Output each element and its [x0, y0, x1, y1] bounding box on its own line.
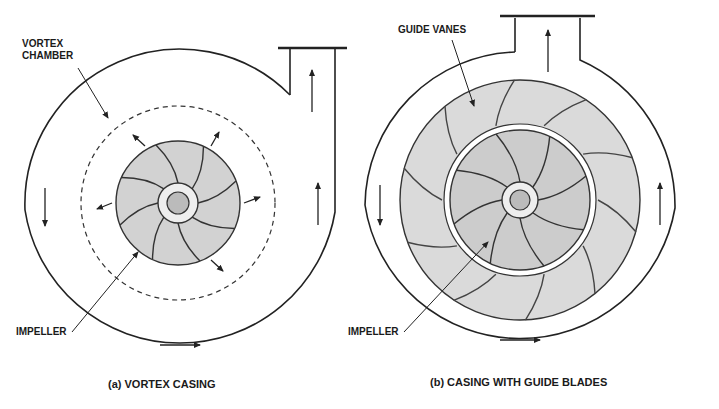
figure-caption: (b) CASING WITH GUIDE BLADES — [430, 376, 670, 389]
part-label: IMPELLER — [348, 326, 418, 338]
vortex-casing — [25, 48, 347, 345]
part-label: GUIDE VANES — [398, 24, 498, 36]
guide-vane-casing — [365, 16, 675, 340]
part-label: VORTEX CHAMBER — [22, 38, 98, 61]
figure-caption: (a) VORTEX CASING — [108, 378, 268, 391]
part-label: IMPELLER — [16, 326, 86, 338]
